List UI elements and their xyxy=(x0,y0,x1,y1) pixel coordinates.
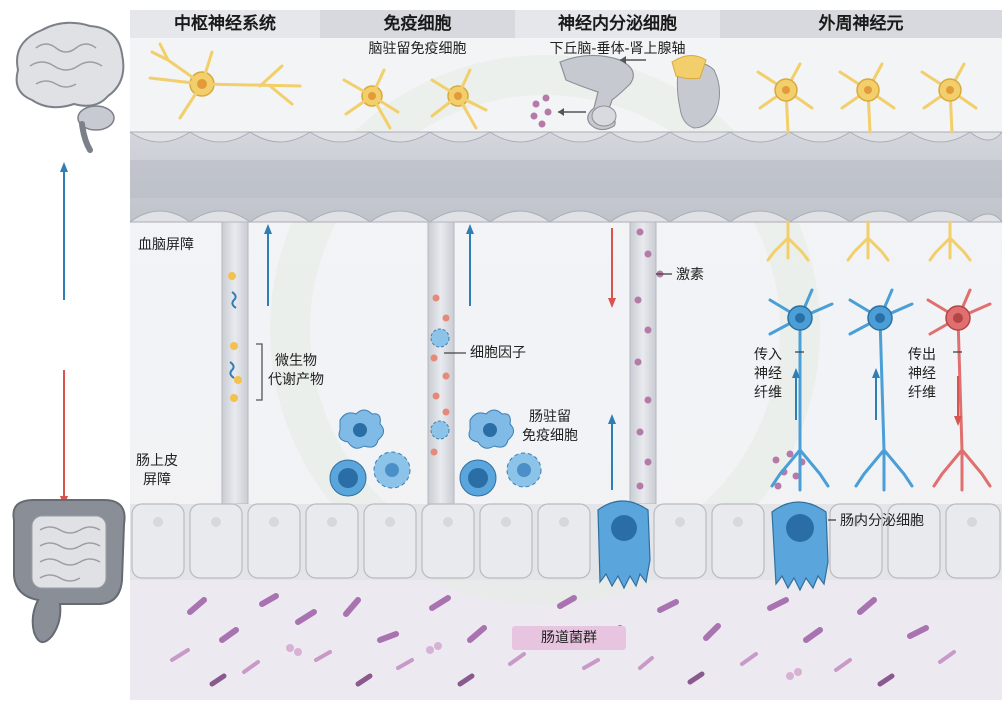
header-band-peripheral xyxy=(720,10,1002,38)
label-intestinal-barrier: 肠上皮 屏障 xyxy=(136,453,178,488)
header-peripheral-neurons: 外周神经元 xyxy=(818,14,904,34)
intestinal-epithelium xyxy=(130,503,1002,580)
header-band-immune xyxy=(320,10,515,38)
brain-icon xyxy=(15,21,125,153)
afferent-neurons xyxy=(768,288,914,492)
flow-arrows xyxy=(63,168,959,500)
blood-vessels xyxy=(221,221,657,505)
label-blood-brain-barrier: 血脑屏障 xyxy=(138,237,194,253)
subheader-hpa-axis: 下丘脑-垂体-肾上腺轴 xyxy=(549,41,686,57)
cns-neuron-nucleus xyxy=(197,79,207,89)
label-cytokine: 细胞因子 xyxy=(470,345,526,361)
microbial-metabolites-particles xyxy=(228,272,263,402)
cytokine-cells xyxy=(430,294,450,456)
enteroendocrine-cell-1 xyxy=(597,500,651,590)
blood-brain-barrier-band xyxy=(129,131,1003,223)
peripheral-neurons xyxy=(756,62,978,262)
label-enteroendocrine-cell: 肠内分泌细胞 xyxy=(840,513,924,529)
label-afferent-fiber: 传入 神经 纤维 xyxy=(754,347,782,401)
label-hormone: 激素 xyxy=(676,267,704,283)
label-pointers xyxy=(444,273,962,521)
pituitary-hormone-particles xyxy=(530,94,552,128)
arrow-heads xyxy=(60,162,962,506)
label-gut-resident-immune: 肠驻留 免疫细胞 xyxy=(522,409,578,444)
label-efferent-fiber: 传出 神经 纤维 xyxy=(908,347,936,401)
label-gut-microbiota: 肠道菌群 xyxy=(512,626,626,650)
header-cns: 中枢神经系统 xyxy=(174,14,276,34)
label-microbial-metabolites: 微生物 代谢产物 xyxy=(268,353,324,388)
cns-dendrites xyxy=(148,42,488,130)
intestine-icon xyxy=(12,499,126,643)
enteroendocrine-cell-2 xyxy=(771,501,829,592)
subheader-brain-resident-immune: 脑驻留免疫细胞 xyxy=(368,41,467,57)
header-immune-cells: 免疫细胞 xyxy=(383,14,452,34)
gut-microbiota-bacteria xyxy=(170,593,956,687)
header-neuroendocrine: 神经内分泌细胞 xyxy=(558,14,677,34)
gut-immune-cells xyxy=(329,409,542,497)
hpa-axis-graphic xyxy=(558,54,720,131)
efferent-neuron xyxy=(926,288,992,492)
